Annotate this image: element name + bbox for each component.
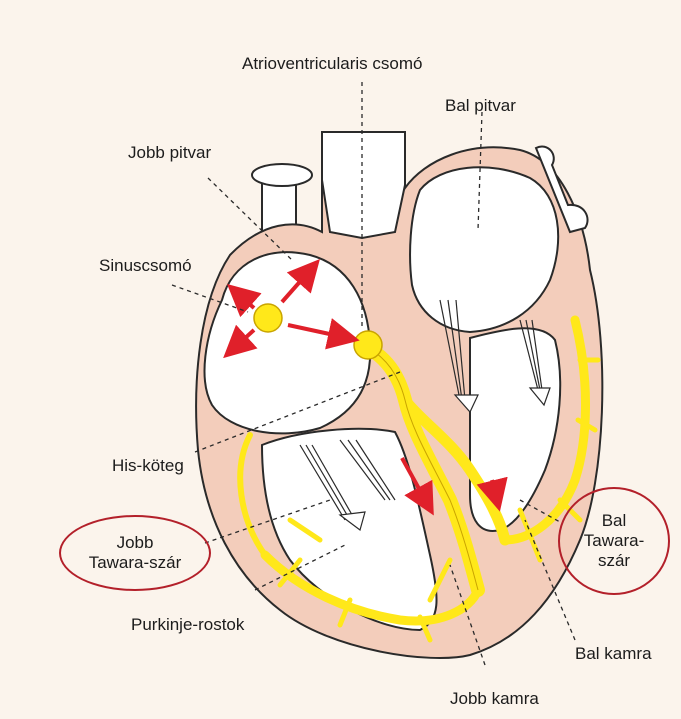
aorta	[322, 132, 405, 238]
av-node	[354, 331, 382, 359]
label-right-bundle-line2: Tawara-szár	[59, 553, 211, 573]
label-sinus-node: Sinuscsomó	[99, 256, 192, 276]
label-left-bundle-line2: Tawara-	[558, 531, 670, 551]
label-right-ventricle: Jobb kamra	[450, 689, 539, 709]
label-right-atrium: Jobb pitvar	[128, 143, 211, 163]
label-left-ventricle: Bal kamra	[575, 644, 652, 664]
label-right-bundle-line1: Jobb	[59, 533, 211, 553]
sinus-node	[254, 304, 282, 332]
label-his-bundle: His-köteg	[112, 456, 184, 476]
label-left-bundle-line1: Bal	[558, 511, 670, 531]
label-av-node: Atrioventricularis csomó	[242, 54, 422, 74]
label-left-bundle-line3: szár	[558, 551, 670, 571]
label-left-atrium: Bal pitvar	[445, 96, 516, 116]
label-purkinje: Purkinje-rostok	[131, 615, 244, 635]
